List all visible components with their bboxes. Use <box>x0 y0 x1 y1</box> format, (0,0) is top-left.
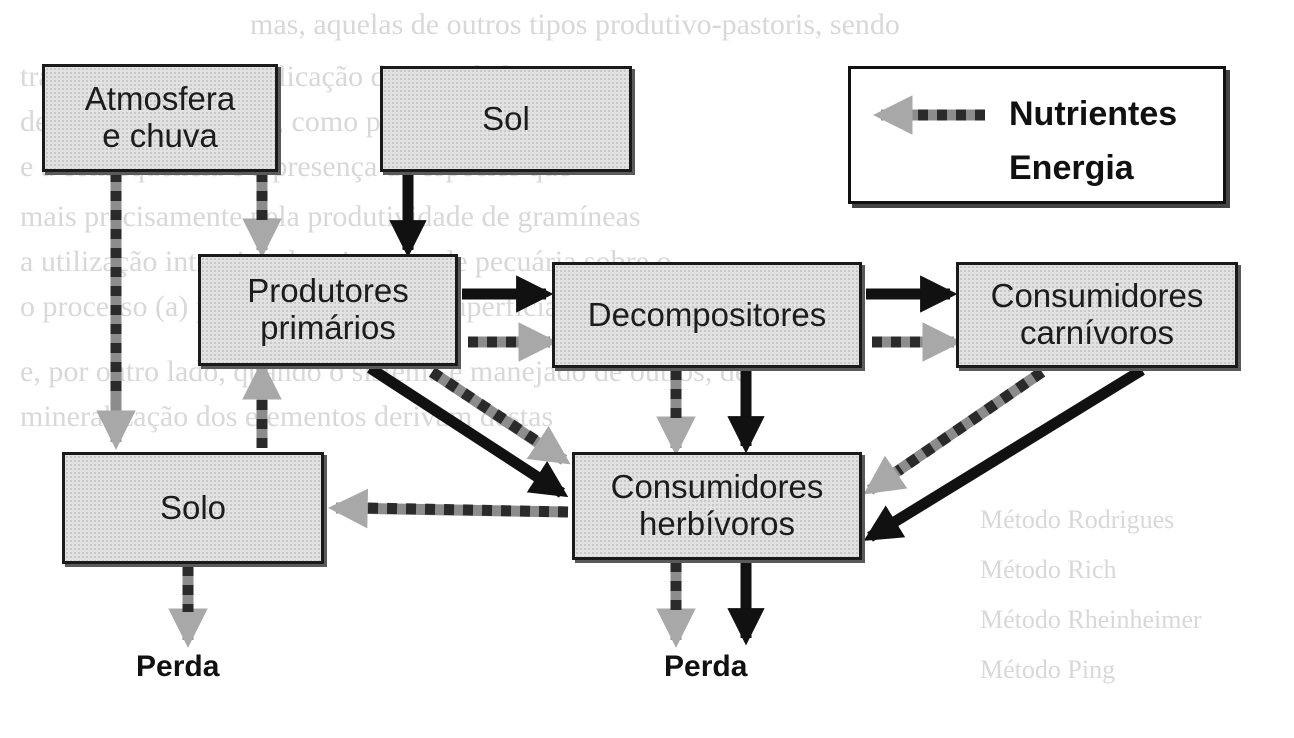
box-decompositores: Decompositores <box>552 262 862 368</box>
box-label: Produtores primários <box>247 272 409 346</box>
box-consumidores-carnivoros: Consumidores carnívoros <box>956 262 1238 368</box>
box-consumidores-herbivoros: Consumidores herbívoros <box>572 452 862 560</box>
energy-arrow-carnivoros-herbivoros <box>863 365 1145 542</box>
box-label: Decompositores <box>587 295 827 333</box>
box-label: Atmosfera e chuva <box>84 80 236 154</box>
legend-nutrient-icon <box>873 95 985 135</box>
loss-label-solo: Perda <box>136 650 220 683</box>
background-text-line: mas, aquelas de outros tipos produtivo-p… <box>250 8 900 41</box>
legend-energy-label: Energia <box>1009 149 1134 187</box>
box-label: Solo <box>159 488 227 526</box>
box-sol: Sol <box>380 66 632 172</box>
nutrient-arrow-produtores-herbivoros <box>428 367 542 447</box>
loss-label-herbivoros: Perda <box>664 650 748 683</box>
box-solo: Solo <box>62 452 324 564</box>
background-text-line: Método Rich <box>980 555 1117 584</box>
legend-nutrients-label: Nutrientes <box>1009 95 1178 133</box>
box-produtores-primarios: Produtores primários <box>198 254 458 366</box>
background-text-line: Método Rodrigues <box>980 505 1175 534</box>
box-atmosfera-chuva: Atmosfera e chuva <box>42 64 278 172</box>
background-text-line: mais precisamente pela produtividade de … <box>20 200 641 233</box>
background-text-line: Método Rheinheimer <box>980 605 1202 634</box>
nutrient-arrow-herbivoros-solo <box>365 502 569 518</box>
box-label: Sol <box>482 99 530 137</box>
background-text-line: Método Ping <box>980 655 1116 684</box>
box-label: Consumidores carnívoros <box>990 277 1204 351</box>
box-label: Consumidores herbívoros <box>610 468 824 542</box>
legend: Nutrientes Energia <box>848 66 1226 204</box>
energy-arrow-produtores-herbivoros <box>366 363 569 498</box>
